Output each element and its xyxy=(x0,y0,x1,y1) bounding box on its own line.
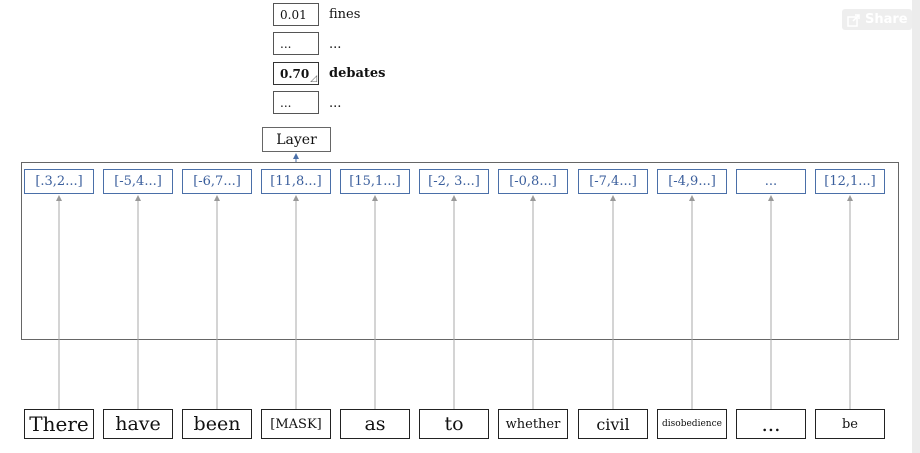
prediction-score: ... xyxy=(273,91,319,114)
embedding-vector: [-4,9...] xyxy=(657,169,727,194)
input-token: be xyxy=(815,409,885,439)
embedding-vector: [-6,7...] xyxy=(182,169,252,194)
input-token: been xyxy=(182,409,252,439)
share-icon xyxy=(847,13,861,27)
embedding-vector: ... xyxy=(736,169,806,194)
input-token: There xyxy=(24,409,94,439)
embedding-vector: [11,8...] xyxy=(261,169,331,194)
layer-label: Layer xyxy=(262,127,331,152)
share-label: Share xyxy=(865,12,908,27)
input-token: as xyxy=(340,409,410,439)
prediction-score-selected: 0.70 ◿ xyxy=(273,62,319,85)
prediction-word: ... xyxy=(329,96,342,111)
embedding-vector: [-0,8...] xyxy=(498,169,568,194)
input-token: civil xyxy=(578,409,648,439)
embedding-vector: [12,1...] xyxy=(815,169,885,194)
embedding-vector: [-7,4...] xyxy=(578,169,648,194)
prediction-score: ... xyxy=(273,32,319,55)
embedding-vector: [.3,2...] xyxy=(24,169,94,194)
input-token: whether xyxy=(498,409,568,439)
right-edge-strip xyxy=(912,0,920,453)
prediction-word-selected: debates xyxy=(329,66,386,81)
input-token: disobedience xyxy=(657,409,727,439)
prediction-score-value: 0.70 xyxy=(280,66,310,81)
prediction-word: ... xyxy=(329,37,342,52)
layer-frame xyxy=(21,162,899,340)
input-token: ... xyxy=(736,409,806,439)
input-token: [MASK] xyxy=(261,409,331,439)
resize-handle-icon: ◿ xyxy=(310,74,317,84)
embedding-vector: [15,1...] xyxy=(340,169,410,194)
share-button[interactable]: Share xyxy=(842,9,912,30)
prediction-word: fines xyxy=(329,7,361,22)
embedding-vector: [-2, 3...] xyxy=(419,169,489,194)
input-token: have xyxy=(103,409,173,439)
prediction-score: 0.01 xyxy=(273,3,319,26)
input-token: to xyxy=(419,409,489,439)
embedding-vector: [-5,4...] xyxy=(103,169,173,194)
